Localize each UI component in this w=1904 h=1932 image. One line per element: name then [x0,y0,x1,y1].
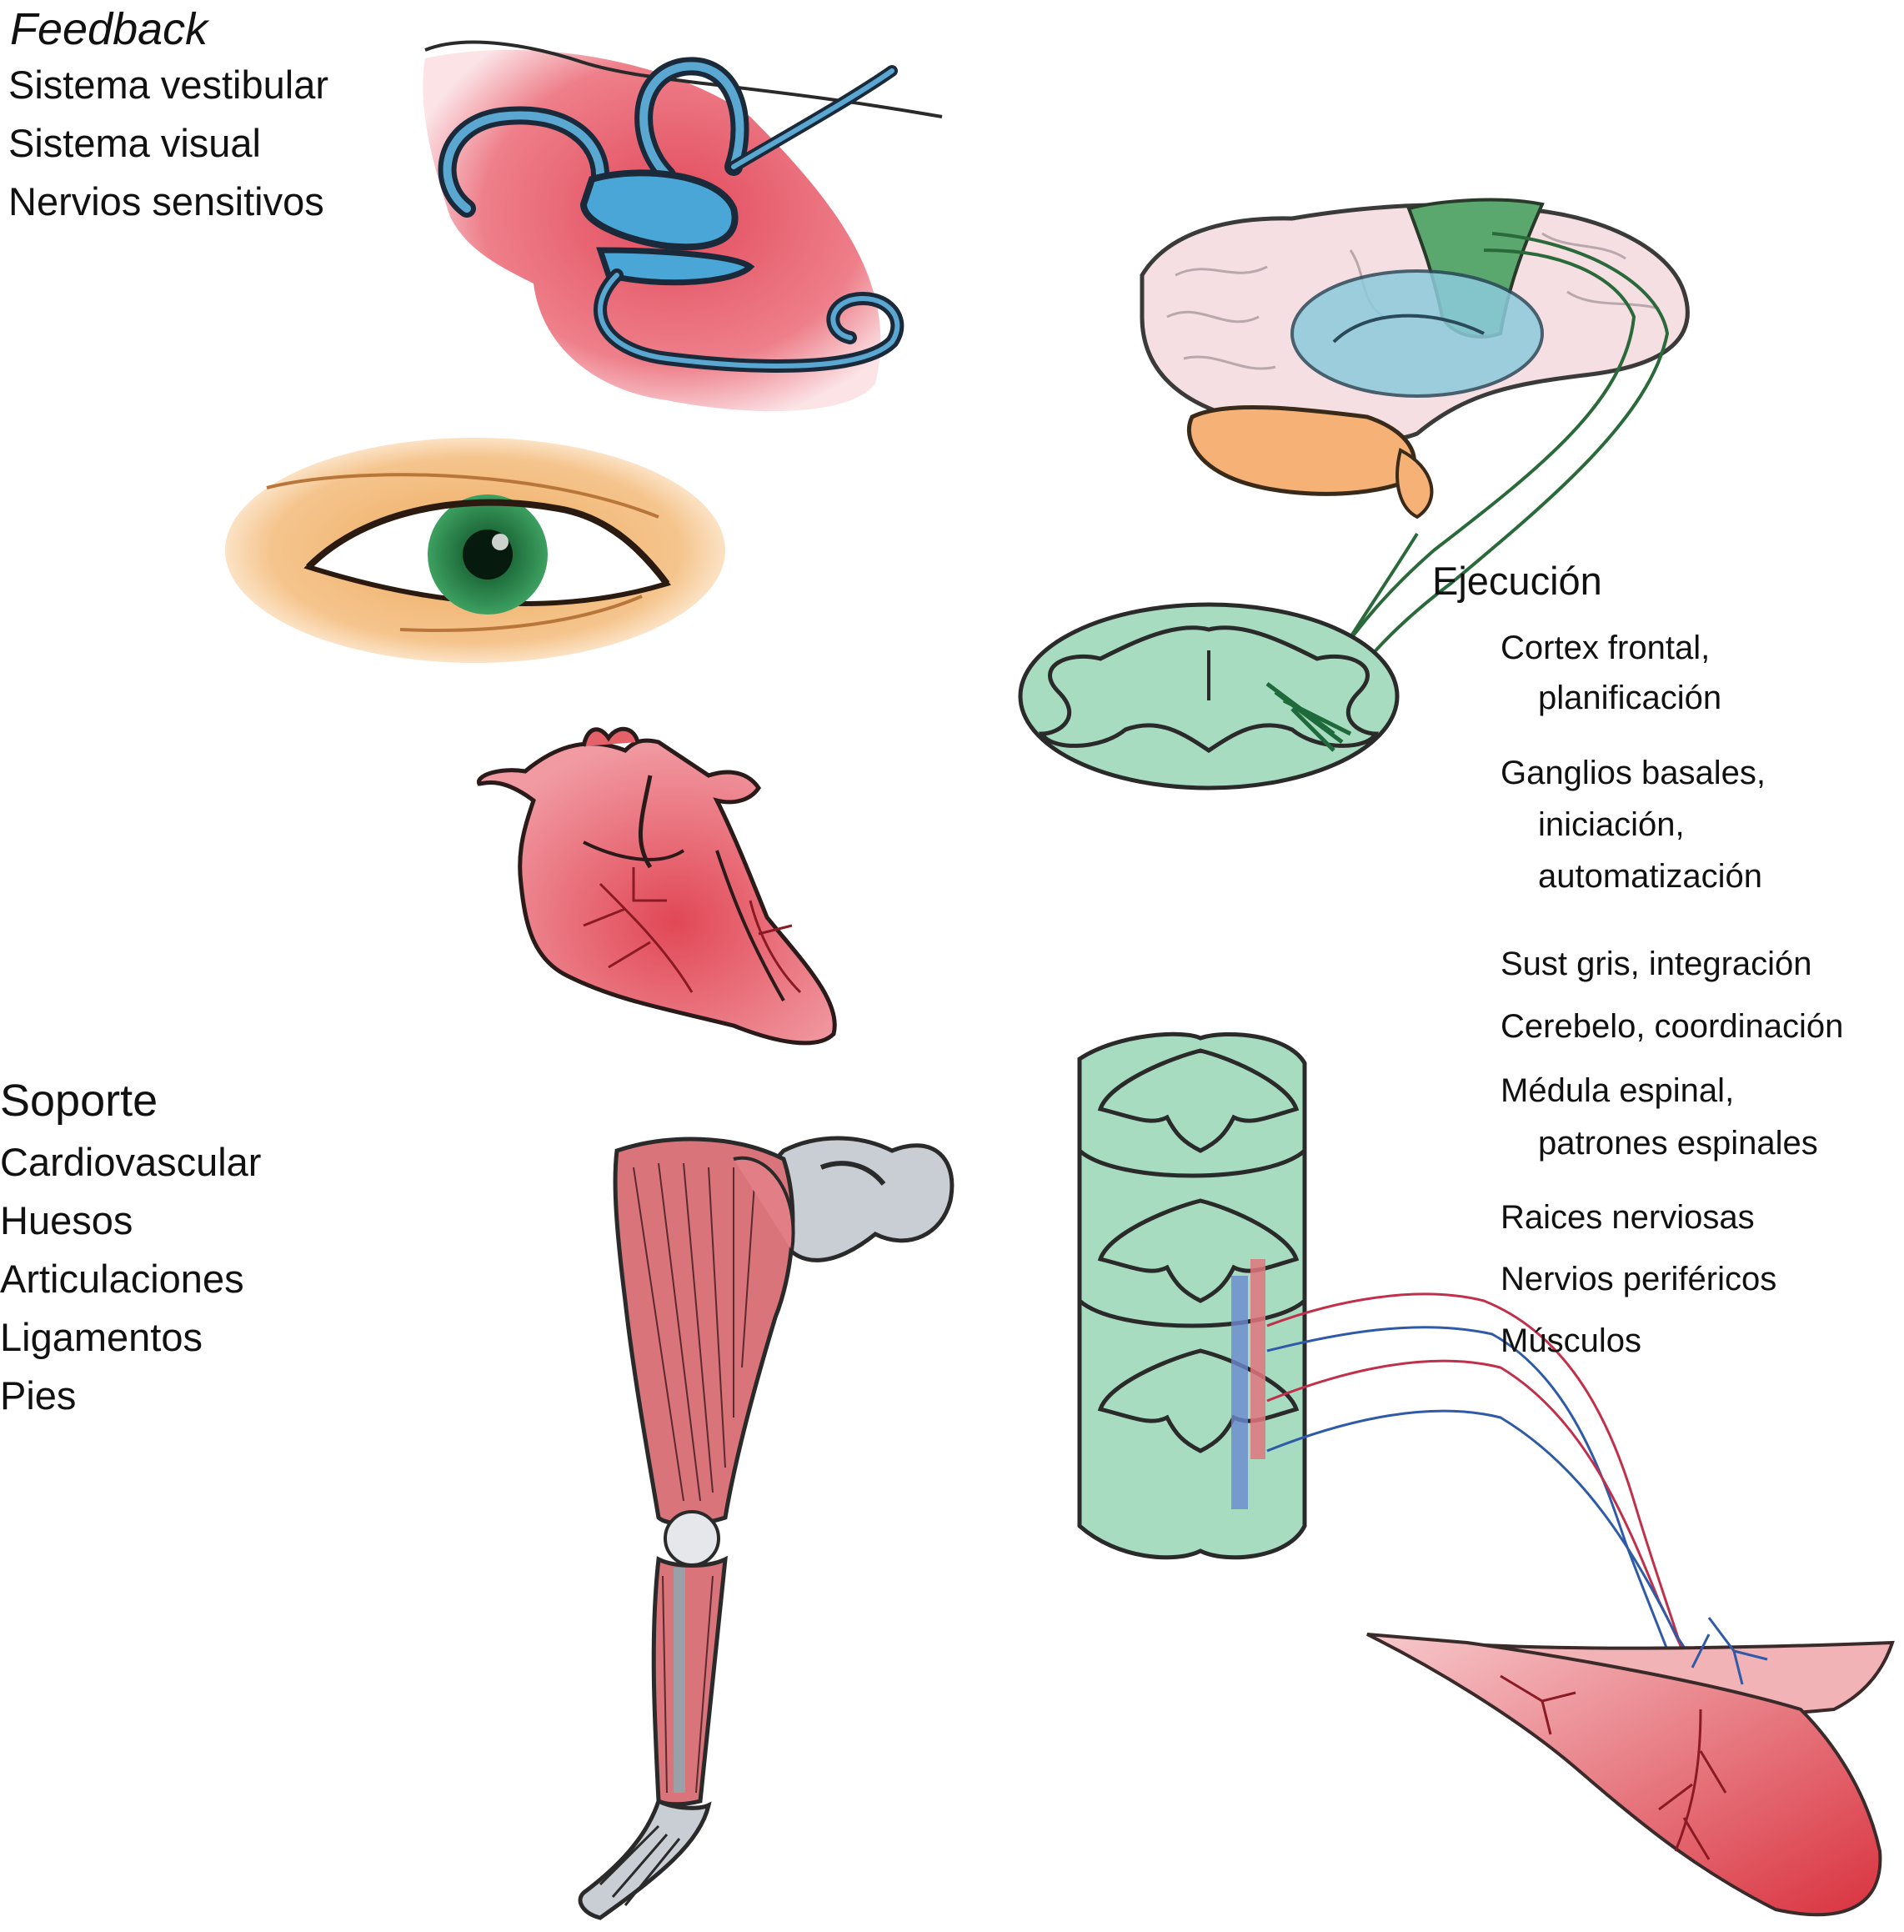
ejecucion-item-basal-ganglia-detail-1: iniciación, [1501,808,1685,841]
ejecucion-item-basal-ganglia-detail-2: automatización [1501,860,1762,893]
soporte-item-ligaments: Ligamentos [0,1317,203,1357]
ejecucion-heading: Ejecución [1432,561,1602,600]
spinal-cord-section-icon [1020,605,1397,788]
muscle-icon [1367,1618,1892,1914]
soporte-item-feet: Pies [0,1376,76,1415]
ejecucion-item-muscles: Músculos [1501,1324,1641,1357]
ejecucion-item-spinal-cord: Médula espinal, [1501,1074,1734,1107]
ejecucion-item-frontal-cortex: Cortex frontal, [1501,631,1710,665]
ejecucion-item-gray-matter: Sust gris, integración [1501,947,1812,981]
ejecucion-item-peripheral-nerves: Nervios periféricos [1501,1262,1776,1296]
feedback-item-visual: Sistema visual [8,123,261,163]
inner-ear-icon [423,43,942,412]
spinal-cord-column-icon [1080,1034,1305,1557]
leg-skeleton-icon [580,1138,952,1918]
ejecucion-item-cerebellum: Cerebelo, coordinación [1501,1010,1843,1043]
ejecucion-item-spinal-cord-detail: patrones espinales [1501,1127,1818,1160]
soporte-item-cardiovascular: Cardiovascular [0,1142,261,1182]
soporte-heading: Soporte [0,1078,158,1123]
soporte-item-joints: Articulaciones [0,1259,244,1298]
feedback-heading: Feedback [10,7,208,52]
heart-icon [479,729,834,1043]
eye-icon [225,438,725,663]
ejecucion-item-basal-ganglia: Ganglios basales, [1501,756,1766,790]
feedback-item-vestibular: Sistema vestibular [8,65,328,104]
ejecucion-item-frontal-cortex-detail: planificación [1501,681,1721,715]
feedback-item-sensitive-nerves: Nervios sensitivos [8,182,324,221]
soporte-item-bones: Huesos [0,1201,133,1240]
ejecucion-item-nerve-roots: Raices nerviosas [1501,1201,1755,1234]
